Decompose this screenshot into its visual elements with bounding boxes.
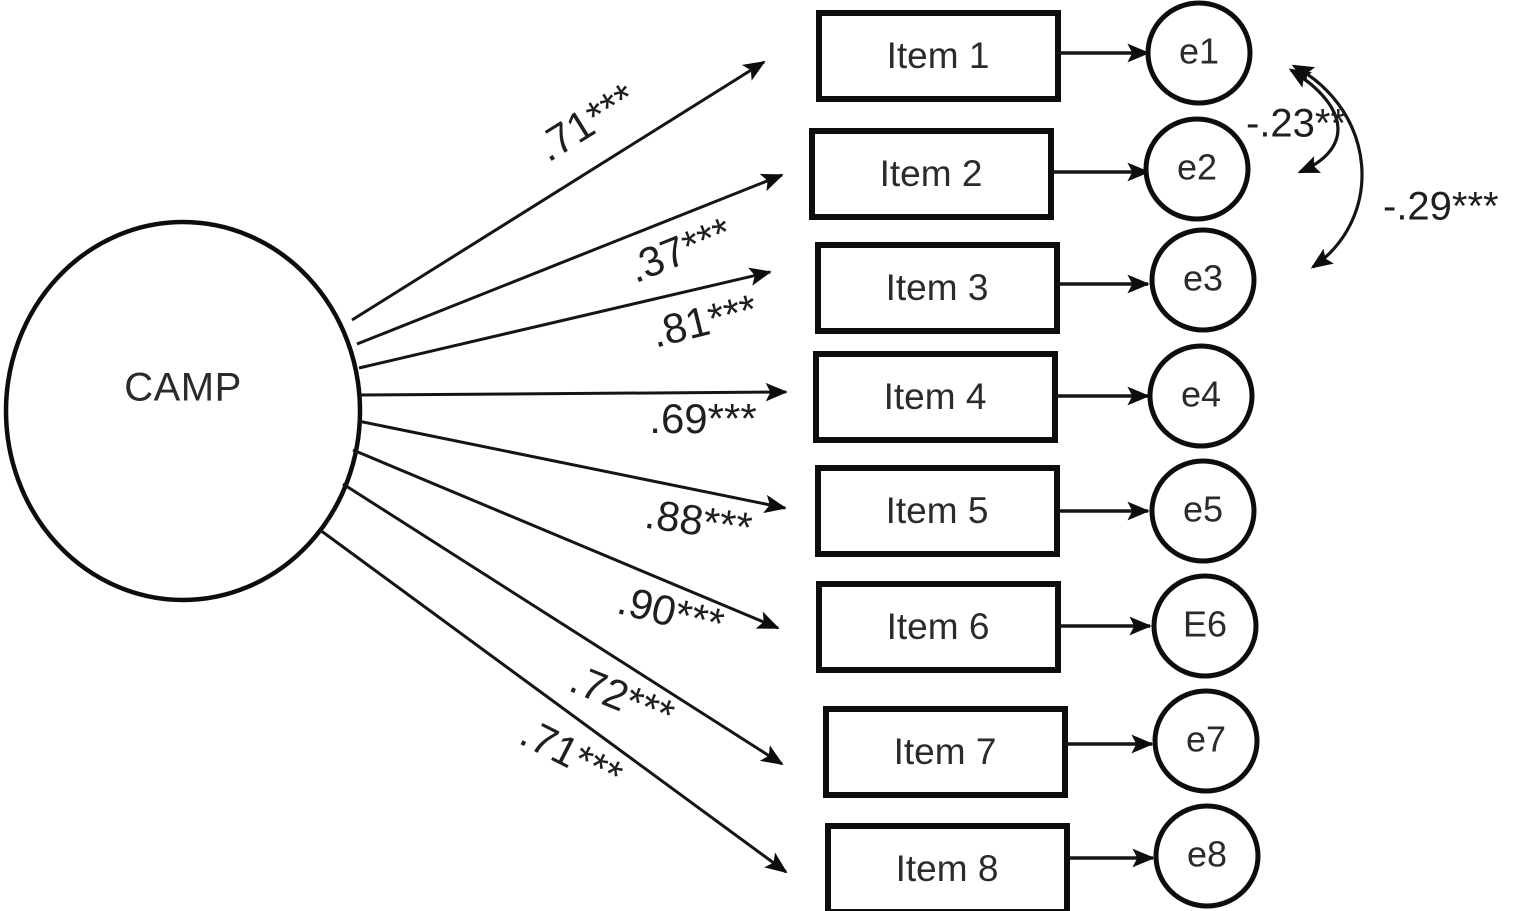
item7-rect [823, 706, 1068, 798]
error-circles: e1 e2 e3 e4 e5 E6 [1143, 0, 1261, 909]
item5-label: Item 5 [886, 490, 989, 531]
e8-label: e8 [1187, 834, 1227, 875]
e6-circle [1151, 573, 1259, 679]
e8-circle [1153, 803, 1261, 909]
error-correlation-arcs [1288, 64, 1364, 269]
item-box-5[interactable]: Item 5 [815, 465, 1060, 557]
error-node-e1[interactable]: e1 [1145, 0, 1253, 106]
item3-label: Item 3 [886, 267, 989, 308]
item4-label: Item 4 [884, 376, 987, 417]
loading-label-item7: .72*** [564, 655, 681, 739]
loading-path-item2[interactable] [356, 173, 784, 346]
error-node-e6[interactable]: E6 [1151, 573, 1259, 679]
item8-rect [825, 823, 1070, 911]
e4-label: e4 [1181, 374, 1221, 415]
corr-label-e1-e2: -.23** [1246, 102, 1346, 146]
loading-label-item2: .37*** [621, 208, 738, 292]
factor-loading-labels: .71*** .37*** .81*** .69*** .88*** .90**… [513, 74, 762, 800]
error-node-e2[interactable]: e2 [1143, 116, 1251, 222]
item-box-6[interactable]: Item 6 [816, 581, 1061, 673]
item-boxes: Item 1 Item 2 Item 3 Item 4 Item 5 Item … [809, 10, 1070, 911]
camp-label: CAMP [124, 366, 242, 410]
e1-label: e1 [1179, 31, 1219, 72]
item1-label: Item 1 [887, 35, 990, 76]
loading-path-item6[interactable] [352, 448, 780, 630]
loading-path-item5[interactable] [357, 419, 787, 514]
loading-label-item6: .90*** [613, 576, 729, 648]
e7-label: e7 [1186, 719, 1226, 760]
item6-label: Item 6 [887, 606, 990, 647]
item6-rect [816, 581, 1061, 673]
error-node-e8[interactable]: e8 [1153, 803, 1261, 909]
camp-circle [3, 219, 363, 603]
item2-rect [809, 128, 1054, 220]
loading-label-item8: .71*** [513, 709, 630, 800]
item8-label: Item 8 [896, 848, 999, 889]
error-node-e3[interactable]: e3 [1149, 227, 1257, 333]
item-box-3[interactable]: Item 3 [815, 242, 1060, 334]
loading-path-item3[interactable] [358, 267, 772, 370]
item-box-8[interactable]: Item 8 [825, 823, 1070, 911]
item-box-7[interactable]: Item 7 [823, 706, 1068, 798]
e1-circle [1145, 0, 1253, 106]
e6-label: E6 [1183, 604, 1227, 645]
e4-circle [1147, 343, 1255, 449]
corr-arc-e1-e3[interactable] [1291, 64, 1364, 269]
loading-path-item7[interactable] [342, 482, 784, 766]
item7-label: Item 7 [894, 731, 997, 772]
loading-path-item4[interactable] [359, 382, 788, 402]
loading-path-item8[interactable] [319, 528, 788, 874]
latent-factor-camp[interactable]: CAMP [3, 219, 363, 603]
e5-circle [1149, 458, 1257, 564]
loading-label-item4: .69*** [649, 395, 756, 442]
loading-path-item1[interactable] [351, 60, 766, 322]
item1-rect [816, 10, 1061, 102]
e7-circle [1152, 688, 1260, 794]
factor-loading-paths [319, 60, 788, 874]
error-node-e5[interactable]: e5 [1149, 458, 1257, 564]
error-correlation-labels: -.23** -.29*** [1246, 102, 1499, 229]
corr-label-e1-e3: -.29*** [1383, 185, 1499, 229]
item-box-1[interactable]: Item 1 [816, 10, 1061, 102]
e2-circle [1143, 116, 1251, 222]
error-node-e7[interactable]: e7 [1152, 688, 1260, 794]
item-box-2[interactable]: Item 2 [809, 128, 1054, 220]
item3-rect [815, 242, 1060, 334]
e3-label: e3 [1183, 258, 1223, 299]
error-paths [1051, 43, 1155, 868]
item-box-4[interactable]: Item 4 [813, 351, 1058, 443]
item2-label: Item 2 [880, 153, 983, 194]
e3-circle [1149, 227, 1257, 333]
e2-label: e2 [1177, 147, 1217, 188]
e5-label: e5 [1183, 489, 1223, 530]
loading-label-item1: .71*** [528, 74, 644, 171]
error-node-e4[interactable]: e4 [1147, 343, 1255, 449]
